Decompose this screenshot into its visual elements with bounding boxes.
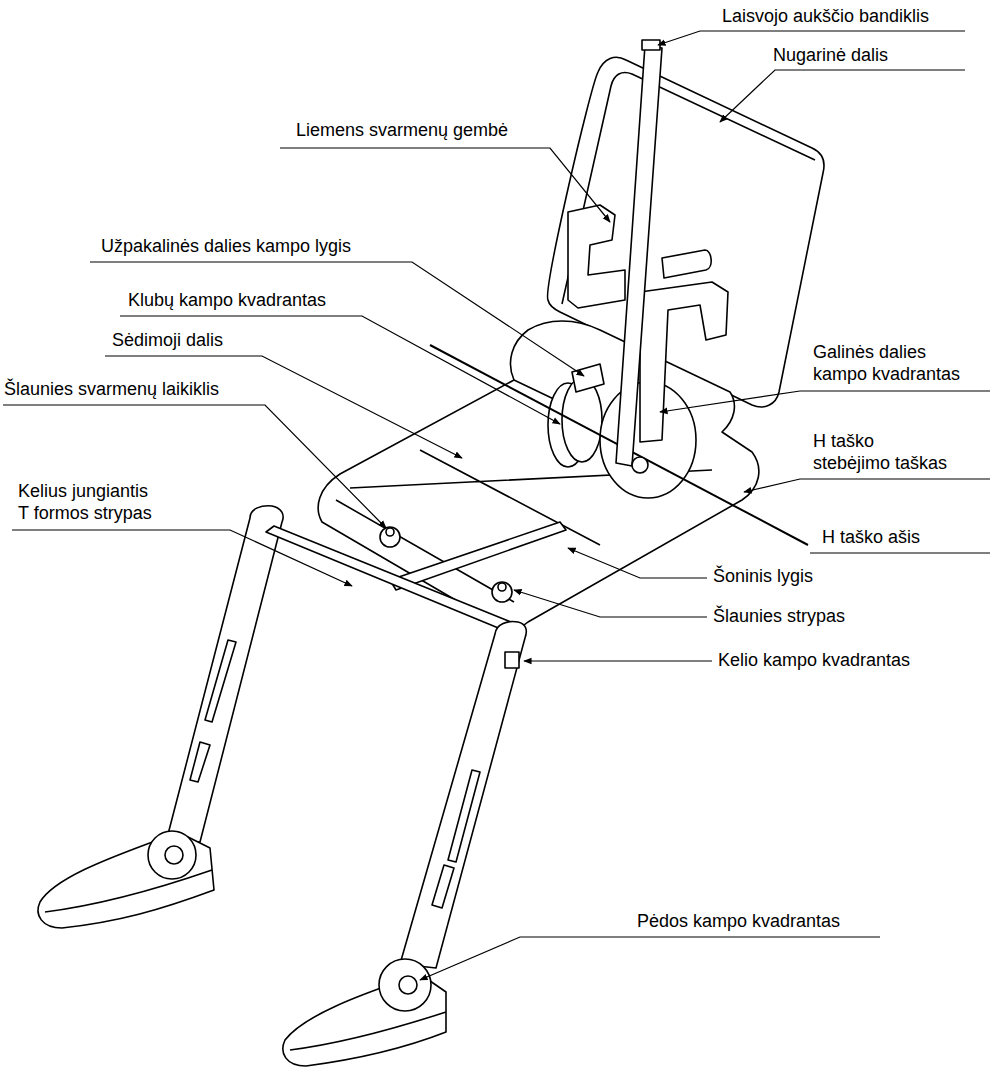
headroom-probe [616, 45, 662, 466]
thigh-weight-holder [492, 582, 512, 602]
leader-line [524, 660, 712, 661]
leader-line [420, 937, 880, 980]
leader-line [658, 31, 965, 45]
foot-quadrant-hub [165, 846, 183, 864]
callout-label: Pėdos kampo kvadrantas [637, 911, 840, 933]
callout-label: Šlaunies svarmenų laikiklis [4, 379, 219, 401]
leader-line [514, 590, 707, 617]
h-point-sight [632, 457, 648, 473]
callout-label: Kelio kampo kvadrantas [718, 650, 910, 672]
foot-quadrant [379, 959, 431, 1011]
leader-line [105, 356, 462, 458]
angle-level [572, 364, 604, 392]
torso-hanger [568, 205, 625, 308]
callout-label: Nugarinė dalis [773, 45, 888, 67]
knee-quadrant [505, 652, 519, 668]
backrest-edge [562, 73, 815, 305]
foot-quadrant [148, 831, 196, 879]
leg [166, 506, 283, 842]
leader-line [568, 548, 707, 578]
thigh-weight-holder [380, 527, 400, 547]
probe-cap [642, 40, 660, 50]
foot [38, 832, 214, 928]
callout-label: Šoninis lygis [713, 566, 813, 588]
callout-label: Laisvojo aukščio bandiklis [722, 6, 929, 28]
callout-label: Šlaunies strypas [713, 606, 845, 628]
thigh-bar [390, 522, 566, 590]
thigh-weight-holder [386, 528, 394, 536]
callout-label: Klubų kampo kvadrantas [128, 290, 326, 312]
callout-label: Liemens svarmenų gembė [296, 120, 508, 142]
leader-line [720, 70, 965, 122]
foot-sole [45, 870, 212, 912]
knee-t-bar [266, 526, 516, 632]
callout-label: H taško stebėjimo taškas [813, 431, 953, 474]
callout-label: Užpakalinės dalies kampo lygis [101, 236, 351, 258]
leader-line [744, 479, 990, 492]
seat-pan [318, 321, 759, 629]
leader-line [280, 148, 610, 222]
leader-line [810, 552, 990, 553]
leader-line [3, 405, 386, 528]
leg [400, 622, 526, 969]
weight-rod [662, 250, 711, 278]
leg-slot [190, 640, 236, 782]
callout-label: Kelius jungiantis T formos strypas [18, 481, 158, 524]
foot-sole [290, 1012, 446, 1050]
callout-label: Sėdimoji dalis [112, 330, 223, 352]
callout-label: H taško ašis [822, 527, 920, 549]
foot-quadrant-hub [399, 976, 417, 994]
leg-slot [432, 770, 480, 908]
thigh-weight-holder [498, 583, 506, 591]
torso-hanger [640, 282, 728, 442]
leader-line [12, 530, 352, 586]
leader-line [90, 262, 584, 376]
leader-line [660, 391, 990, 412]
callout-label: Galinės dalies kampo kvadrantas [813, 342, 968, 385]
